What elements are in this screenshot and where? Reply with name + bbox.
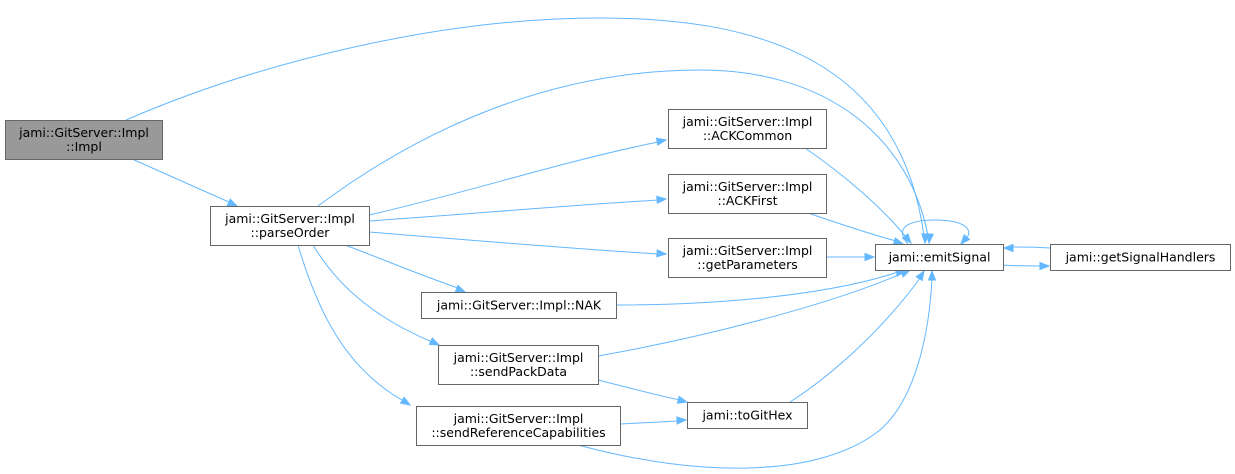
node-box [668,174,827,214]
arrowhead-icon [925,233,935,245]
arrowhead-icon [676,395,689,404]
node-box [421,292,617,319]
node-label: jami::emitSignal [888,250,991,265]
node-label: ::parseOrder [251,225,331,240]
arrowhead-icon [454,284,467,293]
node-label: ::ACKCommon [703,128,792,143]
edge-line [902,219,970,245]
arrowhead-icon [960,234,971,246]
edge-line [615,271,899,306]
edge-line [297,244,403,401]
edge-line [597,379,681,401]
edge-line [368,231,659,255]
node-box [1050,244,1231,271]
node-label: jami::GitServer::Impl [453,350,584,365]
edge-line [789,277,921,403]
node-label: ::Impl [66,139,102,154]
node-label: ::getParameters [697,257,798,272]
edge-ackFirst-to-emitSignal [807,212,905,246]
edge-getParameters-to-emitSignal [826,252,876,262]
arrowhead-icon [226,198,239,207]
edge-getSignalHandlers-to-emitSignal [1002,243,1051,253]
arrowhead-icon [1002,243,1014,253]
node-label: jami::GitServer::Impl [682,179,813,194]
arrowhead-icon [656,195,668,205]
node-label: ::sendPackData [470,364,567,379]
edge-parseOrder-to-sendPackData [312,244,441,346]
edge-parseOrder-to-getParameters [368,231,668,258]
edge-ackCommon-to-emitSignal [804,147,912,245]
arrowhead-icon [1039,261,1051,271]
edge-line [368,141,659,216]
edge-line [344,244,459,289]
edge-line [1011,246,1051,249]
edge-sendRefCaps-to-toGitHex [619,416,688,425]
arrowhead-icon [399,396,412,406]
edge-line [577,277,933,469]
arrowhead-icon [901,233,912,245]
edge-line [619,420,679,425]
node-box [668,238,827,278]
node-label: jami::GitServer::Impl [18,125,149,140]
edge-line [807,212,897,242]
node-box [438,345,599,385]
node-sendRefCaps[interactable]: jami::GitServer::Impl::sendReferenceCapa… [416,406,621,446]
node-label: ::ACKFirst [718,193,778,208]
node-box [687,402,808,429]
nodes: jami::GitServer::Impl::Impljami::GitServ… [5,109,1231,446]
node-ackCommon[interactable]: jami::GitServer::Impl::ACKCommon [668,109,827,149]
node-box [416,406,621,446]
edge-sendRefCaps-to-emitSignal [577,269,937,469]
node-impl[interactable]: jami::GitServer::Impl::Impl [5,120,163,160]
edge-line [317,69,929,237]
arrowhead-icon [676,416,688,425]
node-nak[interactable]: jami::GitServer::Impl::NAK [421,292,617,319]
edge-emitSignal-to-emitSignal [902,219,971,246]
node-label: ::sendReferenceCapabilities [431,425,605,440]
node-emitSignal[interactable]: jami::emitSignal [875,244,1004,271]
edge-parseOrder-to-sendRefCaps [297,244,412,406]
node-getSignalHandlers[interactable]: jami::getSignalHandlers [1050,244,1231,271]
node-label: jami::GitServer::Impl [453,411,584,426]
edge-sendPackData-to-toGitHex [597,379,689,404]
node-box [210,206,370,246]
edge-parseOrder-to-ackFirst [368,195,668,222]
node-label: jami::getSignalHandlers [1065,250,1216,265]
node-sendPackData[interactable]: jami::GitServer::Impl::sendPackData [438,345,599,385]
node-label: jami::GitServer::Impl [682,243,813,258]
arrowhead-icon [656,249,668,258]
edge-line [804,147,907,238]
edge-toGitHex-to-emitSignal [789,269,925,403]
node-box [5,120,163,160]
node-label: jami::GitServer::Impl::NAK [436,298,602,313]
edge-line [368,199,659,222]
edge-emitSignal-to-getSignalHandlers [1002,261,1051,271]
node-box [875,244,1004,271]
node-label: jami::GitServer::Impl [224,211,355,226]
arrowhead-icon [428,337,441,346]
edge-line [312,244,433,343]
node-getParameters[interactable]: jami::GitServer::Impl::getParameters [668,238,827,278]
edge-line [1002,264,1042,267]
node-label: jami::GitServer::Impl [682,114,813,129]
node-box [668,109,827,149]
arrowhead-icon [864,252,876,262]
edge-parseOrder-to-emitSignal [317,69,935,245]
node-toGitHex[interactable]: jami::toGitHex [687,402,808,429]
node-ackFirst[interactable]: jami::GitServer::Impl::ACKFirst [668,174,827,214]
node-parseOrder[interactable]: jami::GitServer::Impl::parseOrder [210,206,370,246]
edges [125,17,1051,469]
arrowhead-icon [655,137,668,146]
edge-impl-to-parseOrder [131,158,239,207]
edge-line [597,272,904,357]
arrowhead-icon [927,269,937,281]
arrowhead-icon [915,269,925,282]
edge-sendPackData-to-emitSignal [597,269,912,357]
node-label: jami::toGitHex [701,408,792,423]
edge-parseOrder-to-ackCommon [368,137,668,216]
edge-line [125,17,925,237]
edge-parseOrder-to-nak [344,244,467,293]
edge-line [131,158,232,204]
